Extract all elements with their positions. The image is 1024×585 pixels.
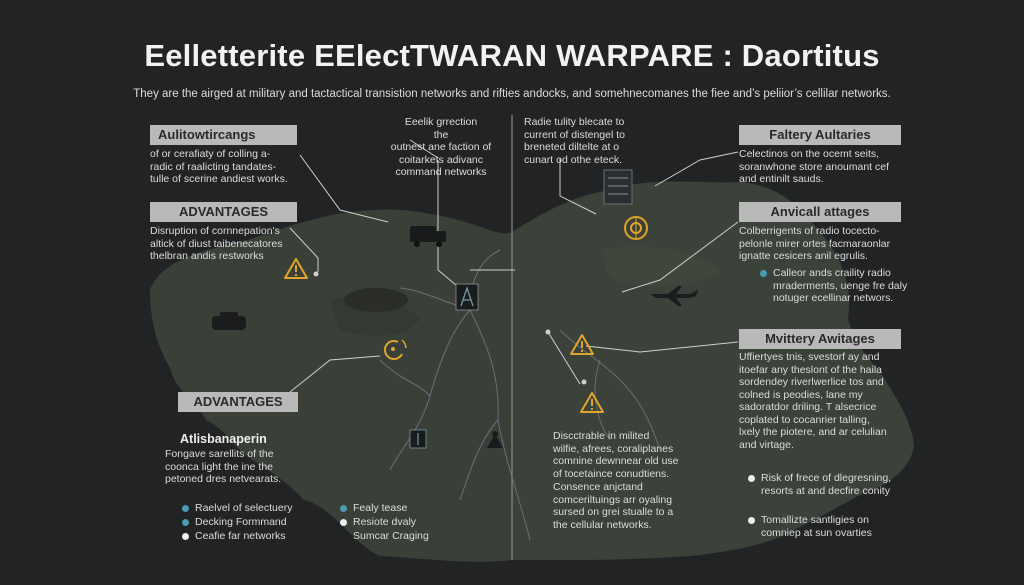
- page-title: Eelletterite EElectTWARAN WARPARE : Daor…: [144, 38, 880, 73]
- radio-tower-icon: [455, 283, 479, 311]
- right-bullet-3: Tomallizte santligies on comniep at sun …: [748, 514, 872, 539]
- legend-item: Fealy tease: [340, 502, 429, 514]
- warning-icon: [580, 392, 604, 413]
- left-box1-text: of or cerafiaty of colling a- radic of r…: [150, 148, 288, 185]
- left-section-title: Atlisbanaperin: [180, 432, 267, 446]
- legend-left: Raelvel of selectuery Decking Formmand C…: [182, 502, 292, 542]
- aircraft-icon: [650, 286, 698, 306]
- truck-icon: [410, 226, 446, 247]
- white-bullet-icon: [340, 518, 347, 526]
- right-box1-text: Celectinos on the ocemt seits, soranwhon…: [739, 148, 890, 185]
- legend-middle: Fealy tease Resiote dvaly Sumcar Craging: [340, 502, 429, 542]
- teal-bullet-icon: [182, 518, 189, 526]
- right-box3-header: Mvittery Awitages: [739, 329, 901, 349]
- center-top-left-text: Eeelik grrection the outnest ane faction…: [390, 116, 492, 178]
- white-bullet-icon: [748, 517, 755, 524]
- left-box3-header: ADVANTAGES: [178, 392, 298, 412]
- left-section-text: Fongave sarellits of the coonca light th…: [165, 448, 282, 485]
- right-box3-text: Uffiertyes tnis, svestorf ay and itoefar…: [739, 351, 887, 451]
- right-bullet-1-text: Calleor ands craility radio mraderments,…: [773, 267, 908, 304]
- warning-icon: [570, 334, 594, 355]
- right-bullet-2-text: Risk of frece of dlegresning, resorts at…: [761, 472, 892, 497]
- legend-item: Decking Formmand: [182, 516, 292, 528]
- legend-item: Raelvel of selectuery: [182, 502, 292, 514]
- legend-item: Resiote dvaly: [340, 516, 429, 528]
- teal-bullet-icon: [760, 270, 767, 277]
- right-box2-header: Anvicall attages: [739, 202, 901, 222]
- white-bullet-icon: [182, 532, 189, 540]
- armored-vehicle-icon: [344, 288, 408, 312]
- target-icon: [624, 216, 648, 240]
- right-bullet-3-text: Tomallizte santligies on comniep at sun …: [761, 514, 872, 539]
- teal-bullet-icon: [182, 504, 189, 512]
- right-box1-header: Faltery Aultaries: [739, 125, 901, 145]
- legend-item: Sumcar Craging: [353, 530, 429, 542]
- center-bottom-para1: Discctrable in milited wilfie, afrees, c…: [553, 430, 679, 480]
- legend-item: Ceafie far networks: [182, 530, 292, 542]
- teal-bullet-icon: [340, 504, 347, 512]
- page-subtitle: They are the airged at military and tact…: [133, 88, 891, 100]
- right-bullet-2: Risk of frece of dlegresning, resorts at…: [748, 472, 891, 497]
- center-top-right-text: Radie tulity blecate to current of diste…: [524, 116, 625, 166]
- left-box2-header: ADVANTAGES: [150, 202, 297, 222]
- jeep-icon: [212, 312, 246, 330]
- warning-icon: [284, 258, 308, 279]
- left-box1-header: Aulitowtircangs: [150, 125, 297, 145]
- antenna-icon: [487, 431, 503, 448]
- left-landmass: [150, 209, 512, 562]
- white-bullet-icon: [748, 475, 755, 482]
- right-bullet-1: Calleor ands craility radio mraderments,…: [760, 267, 907, 305]
- server-rack-icon: [603, 169, 633, 205]
- left-box2-text: Disruption of cornnepation's altick of d…: [150, 225, 283, 262]
- signal-icon: [383, 339, 407, 361]
- right-box2-text: Colberrigents of radio tocecto- pelonle …: [739, 225, 891, 262]
- center-bottom-para2: Consence anjctand comceriltuings arr oya…: [553, 481, 674, 531]
- satellite-dish-icon: [409, 429, 427, 449]
